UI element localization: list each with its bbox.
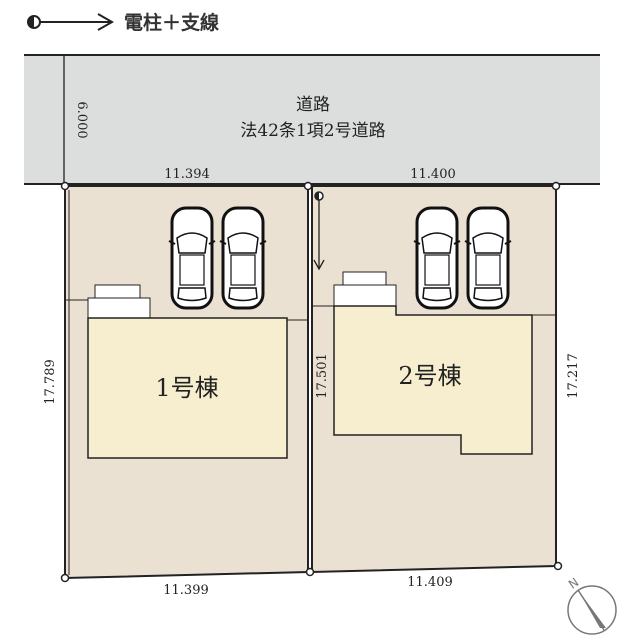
car-icon [167, 206, 217, 310]
lot-2-left-dimension: 17.501 [315, 353, 330, 399]
north-compass-icon: N [566, 575, 617, 635]
car-icon [218, 206, 268, 310]
entrance-step [94, 284, 141, 299]
lot-1-top-dimension: 11.394 [164, 167, 210, 182]
house-1 [87, 317, 288, 459]
house-1-label: 1号棟 [155, 374, 218, 402]
lot-1-bottom-dimension: 11.399 [163, 583, 209, 598]
road-label: 道路 [296, 95, 330, 115]
lot-2-bottom-dimension: 11.409 [407, 575, 453, 590]
lot-2-right-dimension: 17.217 [566, 353, 581, 399]
lot-2: 2号棟 11.400 11.409 17.501 17.217 [311, 167, 581, 590]
entrance-porch [333, 284, 397, 307]
boundary-markers [60, 181, 563, 583]
car-icon [412, 206, 462, 310]
road-width-label: 6.000 [74, 101, 89, 138]
car-icon [463, 206, 513, 310]
road-type-label: 法42条1項2号道路 [240, 121, 385, 141]
entrance-porch [87, 297, 151, 319]
entrance-step [342, 271, 387, 286]
legend: 電柱＋支線 [27, 11, 219, 34]
lot-1: 1号棟 11.394 11.399 17.789 [43, 167, 309, 598]
house-2 [333, 305, 533, 455]
road: 道路 法42条1項2号道路 6.000 [24, 54, 600, 185]
utility-pole-icon [313, 191, 325, 271]
lot-2-top-dimension: 11.400 [410, 167, 456, 182]
house-2-label: 2号棟 [398, 362, 461, 390]
legend-label: 電柱＋支線 [124, 11, 219, 34]
lot-1-side-dimension: 17.789 [43, 359, 58, 405]
utility-pole-icon [27, 13, 115, 31]
